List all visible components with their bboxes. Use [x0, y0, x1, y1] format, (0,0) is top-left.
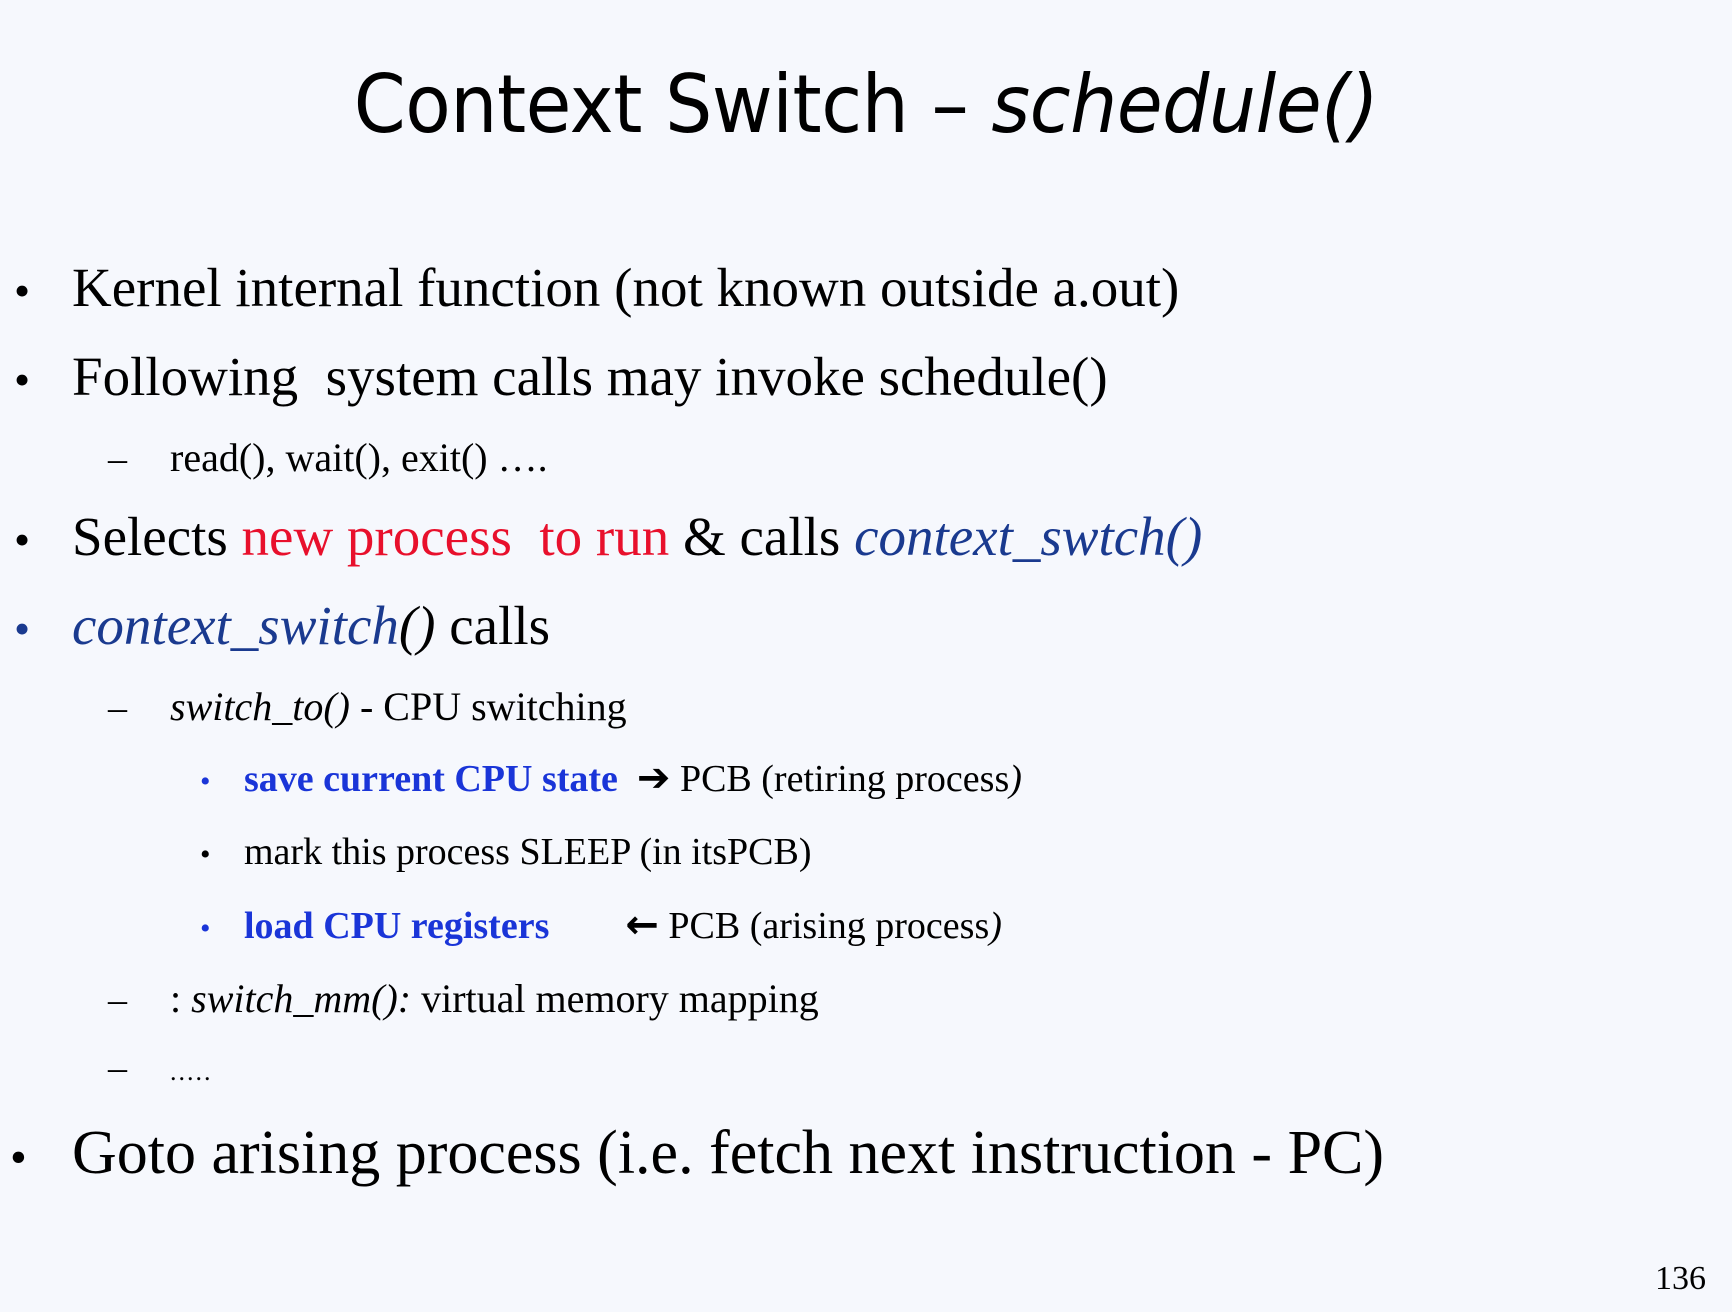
switch-mm-description: virtual memory mapping	[411, 976, 819, 1021]
save-cpu-state-paren: )	[1009, 758, 1022, 800]
load-cpu-registers-source: PCB (arising process	[658, 905, 990, 947]
list-item-context-switch-calls: • context_switch() calls	[0, 583, 1732, 672]
slide-body: • Kernel internal function (not known ou…	[0, 245, 1732, 1206]
dash-bullet-icon: –	[108, 438, 127, 480]
selects-prefix: Selects	[72, 506, 242, 567]
list-item-save-current-cpu-state: • save current CPU state ➔ PCB (retiring…	[0, 743, 1732, 817]
save-cpu-state-target: PCB (retiring process	[670, 758, 1010, 800]
bullet-icon: •	[200, 838, 211, 871]
list-item-label: .....	[170, 1057, 213, 1086]
list-item-following-system-calls: • Following system calls may invoke sche…	[0, 334, 1732, 423]
list-item-selects-new-process: • Selects new process to run & calls con…	[0, 494, 1732, 583]
save-cpu-state-highlight: save current CPU state	[244, 758, 618, 800]
list-item-mark-process-sleep: • mark this process SLEEP (in itsPCB)	[0, 817, 1732, 890]
list-item-load-cpu-registers: • load CPU registers ← PCB (arising proc…	[0, 890, 1732, 964]
bullet-icon: •	[14, 514, 31, 565]
new-process-highlight: new process to run	[241, 506, 670, 567]
spacer	[618, 744, 637, 815]
page-number: 136	[1655, 1260, 1706, 1297]
list-item-ellipsis: – .....	[0, 1035, 1732, 1105]
and-calls-text: & calls	[669, 506, 855, 567]
page-title: Context Switch – schedule()	[61, 57, 1672, 151]
title-plain: Context Switch –	[353, 57, 992, 151]
bullet-icon: •	[14, 265, 31, 316]
arrow-right-icon: ➔	[636, 755, 671, 801]
title-italic: schedule()	[991, 57, 1379, 151]
context-switch-name: context_switch	[72, 595, 399, 656]
list-item-goto-arising-process: • Goto arising process (i.e. fetch next …	[0, 1105, 1732, 1206]
dash-bullet-icon: –	[108, 1047, 127, 1089]
list-item-switch-to-cpu-switching: – switch_to() - CPU switching	[0, 672, 1732, 743]
calls-text: calls	[435, 595, 551, 656]
list-item-kernel-internal-function: • Kernel internal function (not known ou…	[0, 245, 1732, 334]
load-cpu-registers-highlight: load CPU registers	[244, 905, 550, 947]
switch-mm-prefix: :	[170, 976, 192, 1021]
bullet-icon: •	[200, 912, 211, 945]
dash-bullet-icon: –	[108, 979, 127, 1021]
load-cpu-registers-paren: )	[989, 905, 1002, 947]
context-switch-parens: ()	[398, 595, 436, 656]
list-item-label: mark this process SLEEP (in itsPCB)	[244, 831, 812, 873]
arrow-left-icon: ←	[625, 902, 659, 948]
bullet-icon: •	[14, 603, 31, 654]
list-item-label: read(), wait(), exit() ….	[170, 435, 548, 480]
switch-mm-name: switch_mm():	[191, 976, 412, 1021]
spacer	[549, 891, 625, 962]
list-item-label: Kernel internal function (not known outs…	[72, 257, 1180, 318]
list-item-label: Following system calls may invoke schedu…	[72, 346, 1108, 407]
list-item-read-wait-exit: – read(), wait(), exit() ….	[0, 423, 1732, 494]
switch-to-description: - CPU switching	[349, 684, 627, 729]
list-item-label: Goto arising process (i.e. fetch next in…	[72, 1119, 1385, 1187]
context-swtch-call: context_swtch()	[854, 506, 1203, 567]
switch-to-name: switch_to()	[170, 684, 350, 729]
bullet-icon: •	[200, 765, 211, 798]
bullet-icon: •	[14, 354, 31, 405]
list-item-switch-mm-virtual-memory: – : switch_mm(): virtual memory mapping	[0, 964, 1732, 1035]
bullet-icon: •	[10, 1131, 27, 1184]
dash-bullet-icon: –	[108, 687, 127, 729]
